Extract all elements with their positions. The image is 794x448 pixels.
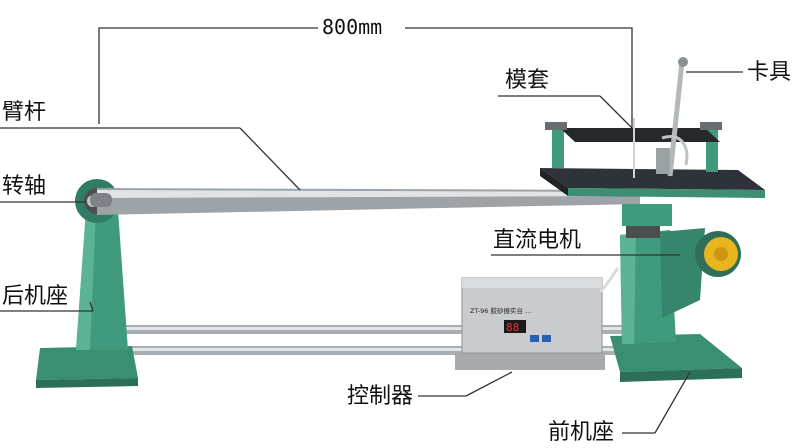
arm-rod xyxy=(90,188,640,215)
label-rear-base: 后机座 xyxy=(2,284,69,309)
front-base-shape xyxy=(610,204,742,382)
controller-display: 88 xyxy=(506,321,519,334)
controller-button-1[interactable] xyxy=(530,335,539,342)
dc-motor xyxy=(695,231,741,277)
leader-lines xyxy=(0,71,743,434)
label-shaft: 转轴 xyxy=(2,174,47,199)
label-dc-motor: 直流电机 xyxy=(493,228,582,253)
label-controller: 控制器 xyxy=(347,384,414,409)
dimension-label: 800mm xyxy=(322,15,383,39)
controller-button-2[interactable] xyxy=(542,335,551,342)
label-front-base: 前机座 xyxy=(548,420,615,445)
mold-platform xyxy=(540,57,765,198)
dimension-line xyxy=(98,27,633,128)
label-clamp: 卡具 xyxy=(747,60,792,85)
label-mold: 模套 xyxy=(505,68,550,93)
controller-box: ZT-96 胶砂振实台 ... 88 xyxy=(455,267,620,370)
controller-title: ZT-96 胶砂振实台 ... xyxy=(470,306,531,315)
label-arm: 臂杆 xyxy=(2,100,47,125)
